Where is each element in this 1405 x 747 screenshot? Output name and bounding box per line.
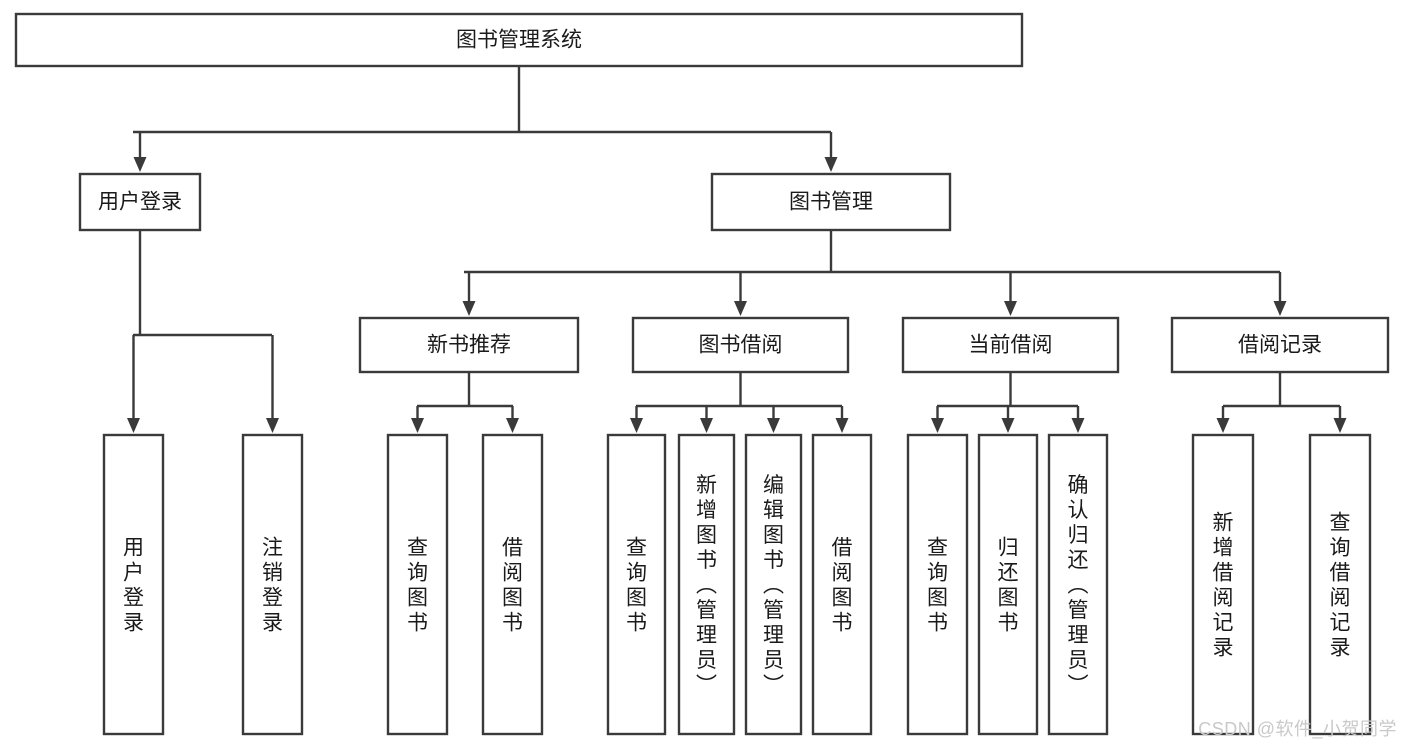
connector-arrow — [835, 406, 849, 433]
connector-group-bus-current-borrow — [937, 372, 1078, 408]
connector-arrow — [266, 335, 279, 433]
node-label-root: 图书管理系统 — [456, 29, 582, 52]
node-leaf-query-borrow-record[interactable]: 查询借阅记录 — [1308, 433, 1372, 736]
node-box-leaf-logout-login[interactable] — [241, 433, 304, 736]
node-box-leaf-borrow-book[interactable] — [811, 433, 873, 736]
node-new-book-recommend[interactable]: 新书推荐 — [358, 316, 580, 374]
node-leaf-logout-login[interactable]: 注销登录 — [241, 433, 304, 736]
node-box-borrow-record[interactable] — [1170, 316, 1390, 374]
connector-group-bus-book-borrow — [636, 372, 842, 408]
node-box-new-book-recommend[interactable] — [358, 316, 580, 374]
connector-arrow — [767, 406, 780, 433]
connector-arrow — [127, 335, 140, 433]
node-leaf-user-login[interactable]: 用户登录 — [102, 433, 165, 736]
node-leaf-edit-book-admin[interactable]: 编辑图书︵管理员︶ — [744, 433, 803, 736]
connector-group-bus-user-login — [133, 230, 272, 337]
connector-arrow — [1273, 272, 1287, 316]
node-root[interactable]: 图书管理系统 — [14, 12, 1024, 68]
node-user-login[interactable]: 用户登录 — [78, 172, 202, 232]
node-box-leaf-borrow-book-recommend[interactable] — [481, 433, 544, 736]
node-leaf-borrow-book-recommend[interactable]: 借阅图书 — [481, 433, 544, 736]
node-label-leaf-query-borrow-record: 查询借阅记录 — [1330, 512, 1351, 660]
node-label-leaf-edit-book-admin: 编辑图书︵管理员︶ — [763, 474, 784, 697]
connector-arrow — [411, 406, 424, 433]
node-box-leaf-query-book-borrow[interactable] — [606, 433, 667, 736]
node-leaf-add-book-admin[interactable]: 新增图书︵管理员︶ — [677, 433, 736, 736]
node-label-leaf-add-borrow-record: 新增借阅记录 — [1213, 512, 1234, 660]
node-box-leaf-return-book[interactable] — [977, 433, 1039, 736]
node-leaf-return-book[interactable]: 归还图书 — [977, 433, 1039, 736]
node-label-leaf-add-book-admin: 新增图书︵管理员︶ — [696, 474, 717, 697]
connector-arrow — [824, 132, 838, 172]
node-label-leaf-logout-login: 注销登录 — [262, 537, 283, 635]
connector-group-bus-book-management — [464, 230, 1280, 274]
node-label-borrow-record: 借阅记录 — [1238, 334, 1322, 357]
node-box-leaf-add-book-admin[interactable] — [677, 433, 736, 736]
connector-group-bus-new-book-recommend — [417, 372, 513, 408]
connector-arrow — [1001, 406, 1015, 433]
node-leaf-query-book-borrow[interactable]: 查询图书 — [606, 433, 667, 736]
connector-arrow — [1333, 406, 1347, 433]
node-label-book-borrow: 图书借阅 — [699, 334, 783, 357]
connector-arrow — [700, 406, 713, 433]
connector-arrow — [1216, 406, 1230, 433]
node-label-leaf-query-book-current: 查询图书 — [927, 537, 948, 635]
connector-group-bus-root — [133, 66, 831, 134]
node-label-leaf-borrow-book: 借阅图书 — [832, 537, 853, 635]
node-label-user-login: 用户登录 — [98, 191, 182, 214]
node-book-borrow[interactable]: 图书借阅 — [631, 316, 850, 374]
connector-arrow — [506, 406, 519, 433]
connector-arrow — [1004, 272, 1017, 316]
node-current-borrow[interactable]: 当前借阅 — [901, 316, 1120, 374]
nodes-layer: 图书管理系统用户登录图书管理新书推荐图书借阅当前借阅借阅记录用户登录注销登录查询… — [14, 12, 1390, 736]
node-leaf-add-borrow-record[interactable]: 新增借阅记录 — [1191, 433, 1255, 736]
node-box-book-borrow[interactable] — [631, 316, 850, 374]
node-box-user-login[interactable] — [78, 172, 202, 232]
node-label-leaf-query-book-borrow: 查询图书 — [626, 537, 647, 635]
node-box-leaf-query-book-recommend[interactable] — [386, 433, 449, 736]
node-box-current-borrow[interactable] — [901, 316, 1120, 374]
connectors-layer — [127, 66, 1347, 433]
node-box-leaf-add-borrow-record[interactable] — [1191, 433, 1255, 736]
node-label-new-book-recommend: 新书推荐 — [427, 334, 511, 357]
node-leaf-query-book-current[interactable]: 查询图书 — [906, 433, 969, 736]
connector-arrow — [1071, 406, 1085, 433]
node-label-leaf-return-book: 归还图书 — [998, 537, 1019, 635]
node-label-leaf-query-book-recommend: 查询图书 — [407, 537, 428, 635]
node-book-management[interactable]: 图书管理 — [710, 172, 952, 232]
node-borrow-record[interactable]: 借阅记录 — [1170, 316, 1390, 374]
node-box-leaf-query-book-current[interactable] — [906, 433, 969, 736]
node-leaf-borrow-book[interactable]: 借阅图书 — [811, 433, 873, 736]
node-leaf-query-book-recommend[interactable]: 查询图书 — [386, 433, 449, 736]
connector-arrow — [931, 406, 944, 433]
connector-arrow — [133, 132, 147, 172]
node-label-book-management: 图书管理 — [789, 191, 873, 214]
connector-arrow — [734, 272, 747, 316]
connector-arrow — [462, 272, 476, 316]
connector-arrow — [630, 406, 643, 433]
node-box-book-management[interactable] — [710, 172, 952, 232]
node-box-leaf-edit-book-admin[interactable] — [744, 433, 803, 736]
node-box-leaf-user-login[interactable] — [102, 433, 165, 736]
node-label-leaf-borrow-book-recommend: 借阅图书 — [502, 537, 523, 635]
node-label-leaf-confirm-return-admin: 确认归还︵管理员︶ — [1068, 474, 1089, 697]
node-leaf-confirm-return-admin[interactable]: 确认归还︵管理员︶ — [1047, 433, 1109, 736]
node-box-leaf-confirm-return-admin[interactable] — [1047, 433, 1109, 736]
node-label-current-borrow: 当前借阅 — [969, 334, 1053, 357]
node-box-root[interactable] — [14, 12, 1024, 68]
node-box-leaf-query-borrow-record[interactable] — [1308, 433, 1372, 736]
connector-group-bus-borrow-record — [1223, 372, 1340, 408]
node-label-leaf-user-login: 用户登录 — [123, 537, 144, 635]
csdn-watermark: CSDN @软件_小贺同学 — [1198, 719, 1397, 739]
